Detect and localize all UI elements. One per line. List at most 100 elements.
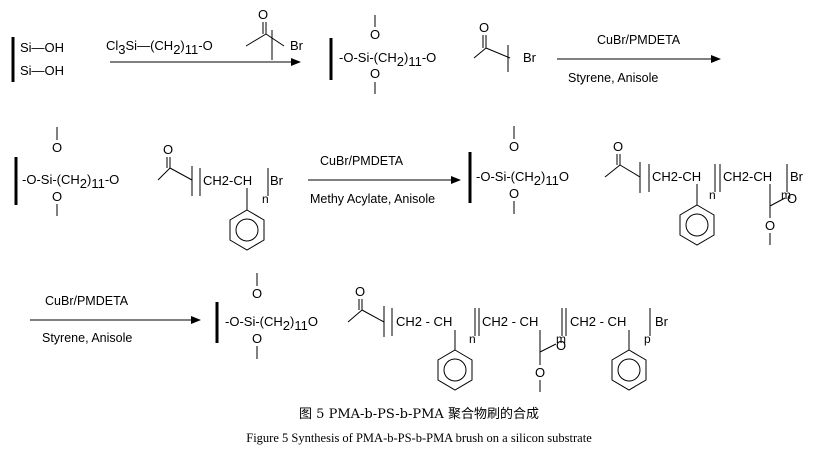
ps-pma-carbonyl-oxygen: O <box>613 139 623 154</box>
caption-chinese: 图 5 PMA-b-PS-b-PMA 聚合物刷的合成 <box>299 406 539 422</box>
silane-initiator-reagent: Cl3Si—(CH2)11-O O Br <box>106 7 304 60</box>
ps-bromine: Br <box>270 173 284 188</box>
ester-oxygen: O <box>765 218 775 233</box>
silanol-group-2: Si—OH <box>20 63 64 78</box>
svg-text:-O-Si-(CH2)11O: -O-Si-(CH2)11O <box>476 169 569 188</box>
ps-pma-bromine: Br <box>790 169 804 184</box>
ester-carbonyl-bond <box>539 343 557 353</box>
ester-oxygen: O <box>535 365 545 380</box>
ester-bond <box>473 47 487 59</box>
linker-subscript-2: 2 <box>80 176 87 191</box>
reaction-conditions-3: CuBr/PMDETA Styrene, Anisole <box>30 294 201 345</box>
pma-ps-pma-brush: O -O-Si-(CH2)11O O O CH2 - CH n CH2 - CH… <box>215 273 669 392</box>
ps-carbonyl-oxygen: O <box>163 142 173 157</box>
linker-close-paren: ) <box>404 50 408 65</box>
alkyl-bond <box>485 47 511 59</box>
initiator-carbonyl-oxygen: O <box>479 20 489 35</box>
silicon-oxygen-top: O <box>252 286 262 301</box>
phenyl-ring <box>679 204 715 246</box>
subscript-p: p <box>644 332 651 346</box>
reaction-conditions-1: CuBr/PMDETA Styrene, Anisole <box>557 33 721 85</box>
catalyst-label: CuBr/PMDETA <box>597 33 681 47</box>
linker-subscript-2: 2 <box>397 54 404 69</box>
reagent-subscript-3: 3 <box>118 42 125 57</box>
initiator-bromine: Br <box>523 50 537 65</box>
reaction-conditions-2: CuBr/PMDETA Methy Acylate, Anisole <box>308 154 461 206</box>
linker-oxygen: O <box>308 314 318 329</box>
subscript-n: n <box>262 192 269 206</box>
reagent-subscript-2: 2 <box>173 42 180 57</box>
svg-text:-O-Si-(CH2)11-O: -O-Si-(CH2)11-O <box>22 172 119 191</box>
monomer-solvent-label: Styrene, Anisole <box>568 71 658 85</box>
linker-oxygen: O <box>559 169 569 184</box>
silicon-oxygen-bottom: O <box>509 186 519 201</box>
triblock-carbonyl-oxygen: O <box>355 284 365 299</box>
linker-subscript-2: 2 <box>283 318 290 333</box>
aromatic-circle <box>617 358 641 382</box>
triblock-bromine: Br <box>655 314 669 329</box>
reagent-chain: Si—(CH <box>126 38 174 53</box>
svg-text:Cl3Si—(CH2)11-O: Cl3Si—(CH2)11-O <box>106 38 213 57</box>
monomer-solvent-label: Styrene, Anisole <box>42 331 132 345</box>
siloxane-linker: -O-Si-(CH <box>225 314 283 329</box>
alkyl-bond <box>169 167 193 181</box>
ester-bond <box>347 309 363 323</box>
silicon-oxygen-bottom: O <box>370 66 380 81</box>
ester-bond <box>157 167 171 181</box>
ps-pma-brush: O -O-Si-(CH2)11O O O CH2-CH n CH2-CH m B… <box>468 126 804 246</box>
silicon-oxygen-top: O <box>52 140 62 155</box>
caption-english: Figure 5 Synthesis of PMA-b-PS-b-PMA bru… <box>246 431 592 445</box>
svg-text:-O-Si-(CH2)11O: -O-Si-(CH2)11O <box>225 314 318 333</box>
ester-bond <box>245 33 267 47</box>
styrene-repeat-unit: CH2-CH <box>203 173 252 188</box>
alkyl-bond <box>361 309 385 323</box>
first-repeat-unit: CH2 - CH <box>396 314 452 329</box>
silicon-substrate-start: Si—OH Si—OH <box>11 37 64 82</box>
subscript-m: m <box>556 332 566 346</box>
siloxane-linker: -O-Si-(CH <box>476 169 534 184</box>
aromatic-circle <box>443 358 467 382</box>
ester-carbonyl-oxygen: O <box>556 338 566 353</box>
siloxane-linker: -O-Si-(CH <box>22 172 80 187</box>
aromatic-circle <box>685 213 709 237</box>
subscript-n: n <box>709 188 716 202</box>
phenyl-ring <box>229 209 265 251</box>
siloxane-linker: -O-Si-(CH <box>339 50 397 65</box>
catalyst-label: CuBr/PMDETA <box>45 294 129 308</box>
initiator-monolayer: O -O-Si-(CH2)11-O O O Br <box>329 15 537 94</box>
styrene-repeat-unit: CH2-CH <box>652 169 701 184</box>
ps-brush: O -O-Si-(CH2)11-O O O CH2-CH n Br <box>14 127 284 251</box>
reagent-carbonyl-oxygen: O <box>258 7 268 22</box>
subscript-m: m <box>781 188 791 202</box>
linker-close-paren: ) <box>87 172 91 187</box>
linker-oxygen: -O <box>422 50 436 65</box>
acrylate-repeat-unit: CH2-CH <box>723 169 772 184</box>
linker-subscript-11: 11 <box>294 318 308 333</box>
alkyl-bond <box>265 33 285 47</box>
phenyl-ring <box>437 349 473 391</box>
catalyst-label: CuBr/PMDETA <box>320 154 404 168</box>
reagent-subscript-11: 11 <box>185 42 199 57</box>
middle-repeat-unit: CH2 - CH <box>482 314 538 329</box>
linker-oxygen: -O <box>105 172 119 187</box>
silanol-group-1: Si—OH <box>20 40 64 55</box>
silicon-oxygen-top: O <box>370 27 380 42</box>
silicon-oxygen-top: O <box>509 139 519 154</box>
linker-subscript-11: 11 <box>545 173 559 188</box>
monomer-solvent-label: Methy Acylate, Anisole <box>310 192 435 206</box>
phenyl-ring <box>611 349 647 391</box>
reagent-prefix: Cl <box>106 38 118 53</box>
ester-carbonyl-bond <box>769 197 786 207</box>
last-repeat-unit: CH2 - CH <box>570 314 626 329</box>
subscript-n: n <box>469 332 476 346</box>
silicon-oxygen-bottom: O <box>52 189 62 204</box>
ester-carbonyl-oxygen: O <box>787 191 797 206</box>
reagent-close-paren: ) <box>180 38 184 53</box>
aromatic-circle <box>235 218 259 242</box>
linker-close-paren: ) <box>290 314 294 329</box>
linker-subscript-11: 11 <box>91 176 105 191</box>
reagent-bromine: Br <box>290 38 304 53</box>
reagent-oxygen: -O <box>198 38 212 53</box>
svg-text:-O-Si-(CH2)11-O: -O-Si-(CH2)11-O <box>339 50 436 69</box>
